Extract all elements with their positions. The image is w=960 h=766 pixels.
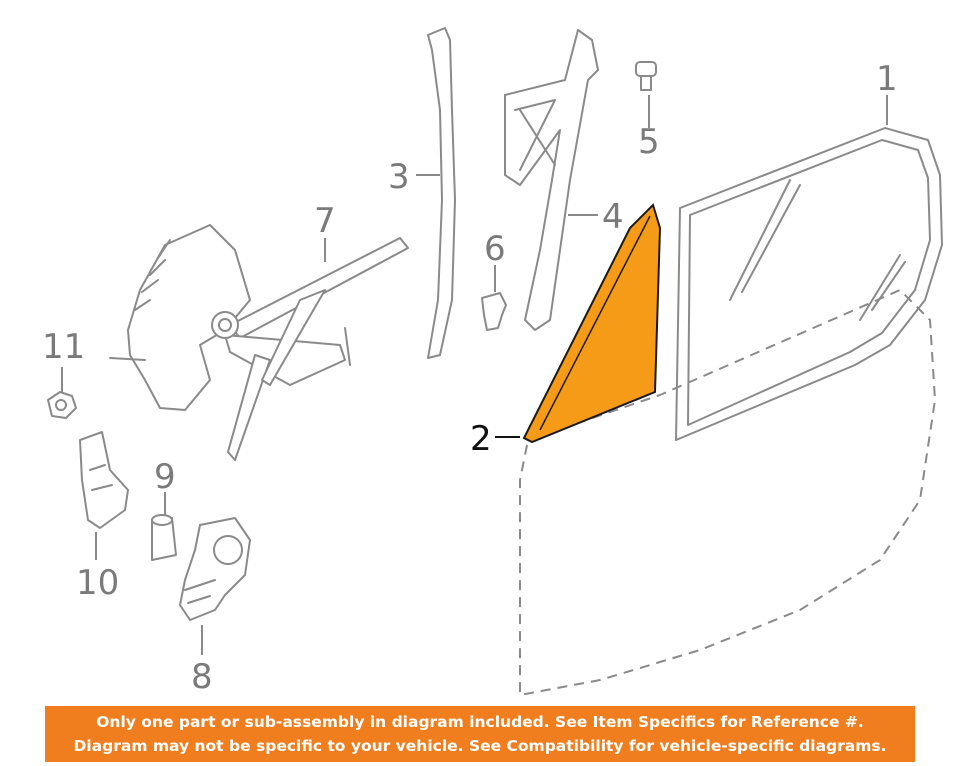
part-11-nut: [47, 391, 77, 419]
parts-diagram: 1 2 3 4 5 6 7 8 9 10 11: [42, 27, 943, 697]
callout-1: 1: [876, 59, 898, 99]
door-outline-dashed: [519, 288, 937, 697]
part-6-clip: [481, 292, 507, 331]
part-5-bolt: [635, 61, 657, 91]
callout-11: 11: [42, 327, 85, 367]
callout-7: 7: [314, 201, 336, 241]
part-1-door-glass: [675, 127, 943, 441]
callout-8: 8: [191, 657, 213, 697]
disclaimer-banner: Only one part or sub-assembly in diagram…: [45, 706, 915, 762]
part-10-bracket: [79, 431, 129, 529]
callout-6: 6: [484, 229, 506, 269]
part-8-motor: [179, 517, 251, 621]
disclaimer-line-1: Only one part or sub-assembly in diagram…: [96, 713, 864, 731]
callout-3: 3: [388, 157, 410, 197]
part-2-edge: [539, 215, 651, 431]
callout-4: 4: [602, 197, 624, 237]
leader-lines: [61, 95, 888, 655]
part-4-bracket: [504, 29, 599, 331]
part-9-bushing: [151, 514, 177, 561]
disclaimer-line-2: Diagram may not be specific to your vehi…: [73, 737, 887, 755]
part-3-channel: [427, 27, 456, 359]
callout-5: 5: [638, 122, 660, 162]
callout-10: 10: [76, 563, 119, 603]
callout-2: 2: [470, 419, 492, 459]
part-2-triangle-trim: [522, 203, 662, 444]
part-7-regulator: [109, 224, 409, 461]
callout-9: 9: [154, 457, 176, 497]
